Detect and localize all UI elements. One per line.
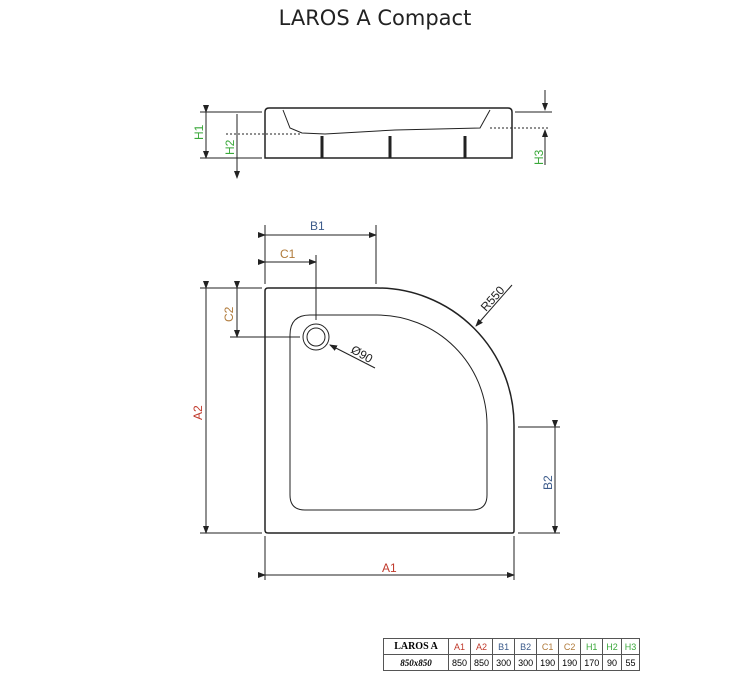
svg-text:R550: R550 — [478, 283, 508, 314]
value-c1: 190 — [536, 654, 560, 671]
svg-text:H3: H3 — [532, 149, 546, 165]
header-b2: B2 — [514, 638, 538, 655]
spec-value-row: 850x850 850 850 300 300 190 190 170 90 5… — [383, 654, 641, 671]
svg-text:H2: H2 — [223, 139, 237, 155]
value-b1: 300 — [492, 654, 516, 671]
spec-table: LAROS A A1 A2 B1 B2 C1 C2 H1 H2 H3 850x8… — [383, 638, 641, 671]
header-b1: B1 — [492, 638, 516, 655]
top-view — [200, 225, 560, 580]
header-a2: A2 — [470, 638, 494, 655]
side-view — [200, 90, 552, 179]
model-name: LAROS A — [383, 638, 449, 655]
spec-header-row: LAROS A A1 A2 B1 B2 C1 C2 H1 H2 H3 — [383, 638, 641, 655]
value-a2: 850 — [470, 654, 494, 671]
header-a1: A1 — [447, 638, 472, 655]
svg-text:A1: A1 — [382, 561, 397, 575]
header-h3: H3 — [620, 638, 641, 655]
header-c2: C2 — [558, 638, 582, 655]
model-size: 850x850 — [383, 654, 449, 671]
value-c2: 190 — [558, 654, 582, 671]
svg-text:C1: C1 — [280, 247, 296, 261]
header-h1: H1 — [580, 638, 604, 655]
svg-text:B2: B2 — [541, 475, 555, 490]
value-h3: 55 — [620, 654, 641, 671]
svg-text:C2: C2 — [222, 306, 236, 322]
value-b2: 300 — [514, 654, 538, 671]
svg-text:H1: H1 — [192, 124, 206, 140]
header-h2: H2 — [602, 638, 622, 655]
svg-text:Ø90: Ø90 — [349, 342, 376, 366]
svg-text:A2: A2 — [191, 405, 205, 420]
header-c1: C1 — [536, 638, 560, 655]
value-h1: 170 — [580, 654, 604, 671]
svg-text:B1: B1 — [310, 219, 325, 233]
diagram-title: LAROS A Compact — [278, 6, 472, 30]
value-a1: 850 — [447, 654, 472, 671]
value-h2: 90 — [602, 654, 622, 671]
